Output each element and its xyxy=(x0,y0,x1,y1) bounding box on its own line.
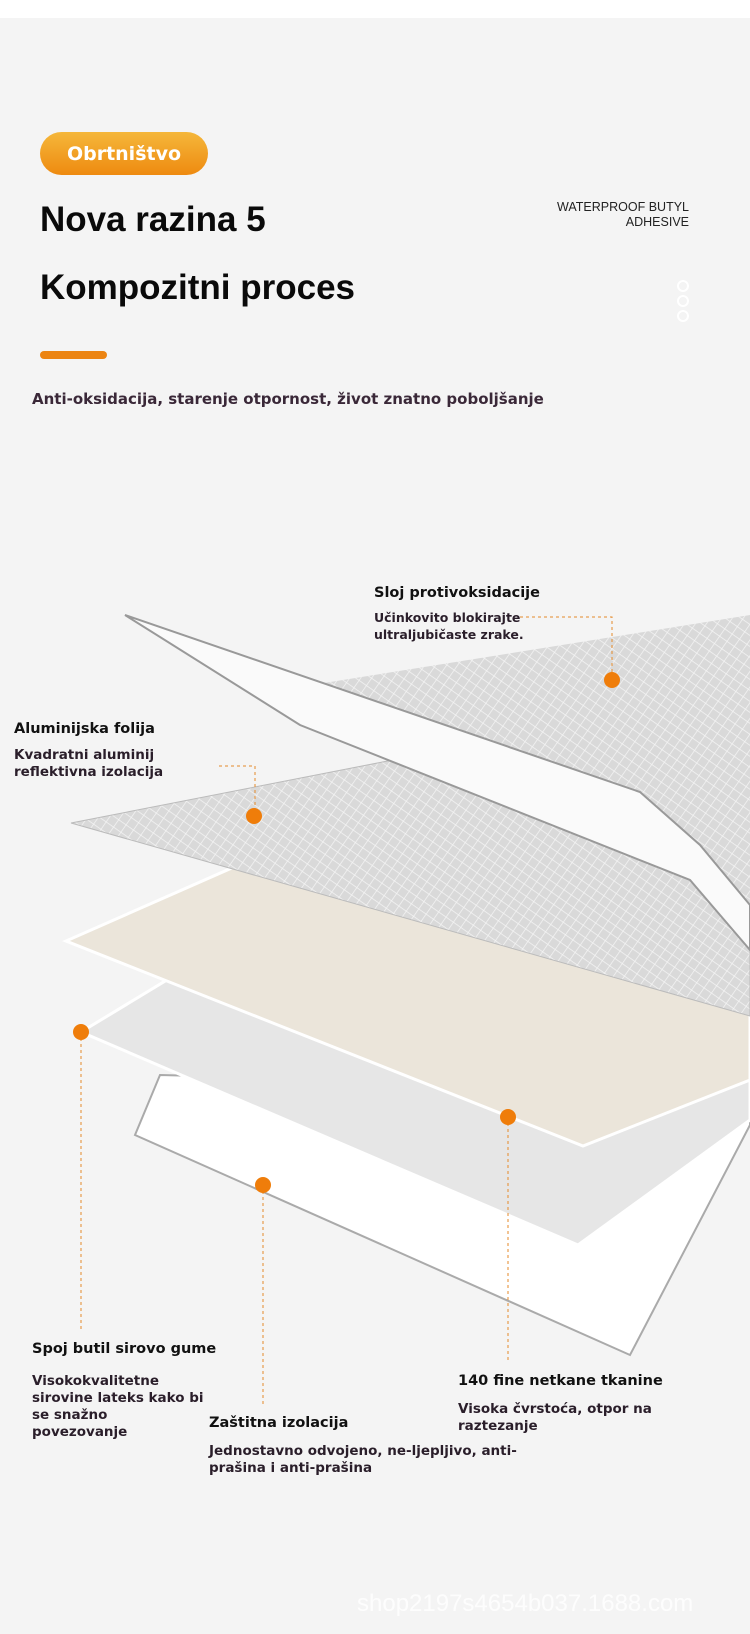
label-title: Zaštitna izolacija xyxy=(209,1415,349,1431)
watermark: shop2197s4654b037.1688.com xyxy=(357,1590,694,1617)
layer-antioxidation-back xyxy=(280,615,750,905)
decorative-dots xyxy=(677,280,689,325)
marker-dot xyxy=(255,1177,271,1193)
label-nonwoven: 140 fine netkane tkanine Visoka čvrstoća… xyxy=(458,1373,673,1435)
page-title-line1: Nova razina 5 xyxy=(40,200,266,239)
label-release: Zaštitna izolacija Jednostavno odvojeno,… xyxy=(209,1415,519,1477)
marker-dot xyxy=(604,672,620,688)
category-badge: Obrtništvo xyxy=(40,132,208,175)
english-caption: WATERPROOF BUTYL ADHESIVE xyxy=(557,200,689,230)
layer-antioxidation-flap xyxy=(124,614,750,952)
label-butyl: Spoj butil sirovo gume Visokokvalitetne … xyxy=(32,1341,216,1441)
marker-dot xyxy=(73,1024,89,1040)
page-subtitle: Anti-oksidacija, starenje otpornost, živ… xyxy=(32,390,544,408)
marker-dot xyxy=(246,808,262,824)
label-desc: Jednostavno odvojeno, ne-ljepljivo, anti… xyxy=(209,1443,517,1476)
top-strip xyxy=(0,0,750,18)
label-title: 140 fine netkane tkanine xyxy=(458,1373,663,1389)
label-desc: Visokokvalitetne sirovine lateks kako bi… xyxy=(32,1373,204,1440)
label-desc: Učinkovito blokirajte ultraljubičaste zr… xyxy=(374,610,524,642)
page-title-line2: Kompozitni proces xyxy=(40,268,356,307)
label-antioxidation: Sloj protivoksidacije Učinkovito blokira… xyxy=(374,585,540,643)
marker-dot xyxy=(500,1109,516,1125)
label-desc: Kvadratni aluminij reflektivna izolacija xyxy=(14,747,164,780)
english-caption-line2: ADHESIVE xyxy=(625,215,689,229)
label-desc: Visoka čvrstoća, otpor na raztezanje xyxy=(458,1401,652,1434)
english-caption-line1: WATERPROOF BUTYL xyxy=(557,200,689,214)
label-title: Spoj butil sirovo gume xyxy=(32,1341,217,1357)
accent-bar xyxy=(40,351,107,359)
label-aluminium: Aluminijska folija Kvadratni aluminij re… xyxy=(14,721,219,781)
label-title: Sloj protivoksidacije xyxy=(374,585,540,601)
label-title: Aluminijska folija xyxy=(14,721,155,737)
